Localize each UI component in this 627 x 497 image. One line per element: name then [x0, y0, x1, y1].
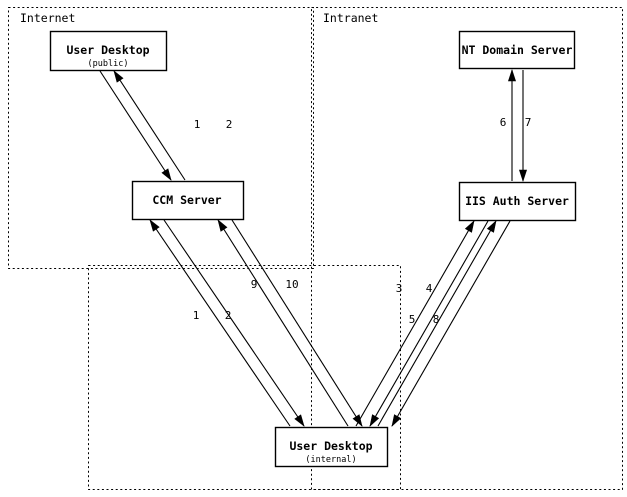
arrow-head-icon — [507, 69, 517, 82]
flow-line-8 — [391, 220, 511, 427]
zone-label-internet: Internet — [20, 11, 75, 25]
arrow-head-icon — [113, 70, 124, 83]
arrow-head-icon — [391, 414, 402, 427]
flow-line-10 — [231, 219, 363, 427]
flow-8 — [391, 220, 511, 427]
node-user-desktop-public[interactable]: User Desktop (public) — [49, 30, 168, 72]
flow-label-flow-5: 5 — [409, 313, 416, 326]
arrow-head-icon — [149, 219, 160, 232]
arrow-head-icon — [217, 219, 228, 232]
node-title-iis-auth-server: IIS Auth Server — [465, 194, 569, 208]
zone-border-internal-lan — [88, 265, 401, 490]
flow-4 — [369, 220, 489, 427]
flow-5 — [377, 220, 497, 427]
zone-internal-lan — [88, 265, 401, 490]
flow-step-labels: 1 2 1 2 9 10 3 4 5 8 6 7 — [193, 116, 532, 326]
arrow-head-icon — [294, 414, 305, 427]
arrow-head-icon — [369, 414, 380, 427]
node-user-desktop-internal[interactable]: User Desktop (internal) — [274, 426, 389, 468]
flow-9 — [217, 219, 349, 427]
flow-line-2 — [113, 70, 186, 181]
arrow-head-icon — [486, 220, 497, 233]
flow-10 — [231, 219, 363, 427]
node-box-nt-domain-server[interactable] — [458, 30, 576, 70]
zone-border-internet — [8, 7, 314, 269]
node-iis-auth-server[interactable]: IIS Auth Server — [458, 181, 577, 222]
zone-border-intranet — [311, 7, 623, 490]
flow-2-public — [113, 70, 186, 181]
arrow-head-icon — [464, 220, 475, 233]
node-subtitle-user-desktop-public: (public) — [88, 59, 129, 69]
zone-internet: Internet — [8, 7, 314, 269]
flow-2-internal — [163, 219, 305, 427]
flow-line-1 — [99, 70, 172, 181]
flow-label-flow-1-internal: 1 — [193, 309, 200, 322]
node-title-user-desktop-public: User Desktop — [66, 43, 149, 57]
flow-label-flow-2-internal: 2 — [225, 309, 232, 322]
arrow-head-icon — [161, 168, 172, 181]
flow-line-2 — [163, 219, 305, 427]
zone-intranet: Intranet — [311, 7, 623, 490]
flow-6 — [507, 69, 517, 181]
zone-label-intranet: Intranet — [323, 11, 378, 25]
flow-label-flow-10: 10 — [285, 278, 298, 291]
node-subtitle-user-desktop-internal: (internal) — [305, 455, 356, 465]
flow-1-internal — [149, 219, 291, 427]
flow-line-4 — [369, 220, 489, 427]
flow-line-3 — [355, 220, 475, 427]
flow-label-flow-6: 6 — [500, 116, 507, 129]
flow-label-flow-2-public: 2 — [226, 118, 233, 131]
flow-line-1 — [149, 219, 291, 427]
node-nt-domain-server[interactable]: NT Domain Server — [458, 30, 576, 70]
flow-label-flow-7: 7 — [525, 116, 532, 129]
node-title-ccm-server: CCM Server — [152, 193, 221, 207]
node-box-user-desktop-public[interactable] — [49, 30, 168, 72]
flow-3 — [355, 220, 475, 427]
flow-label-flow-3: 3 — [396, 282, 403, 295]
zone-boundaries: Internet Intranet — [8, 7, 623, 490]
flow-label-flow-8: 8 — [433, 313, 440, 326]
node-box-ccm-server[interactable] — [131, 180, 245, 221]
arrow-head-icon — [518, 169, 528, 182]
flow-line-9 — [217, 219, 349, 427]
flow-label-flow-4: 4 — [426, 282, 433, 295]
node-box-user-desktop-internal[interactable] — [274, 426, 389, 468]
flow-1-public — [99, 70, 172, 181]
flow-arrows — [99, 69, 528, 427]
node-boxes: User Desktop (public) CCM Server NT Domain … — [49, 30, 577, 468]
node-title-nt-domain-server: NT Domain Server — [462, 43, 573, 57]
node-ccm-server[interactable]: CCM Server — [131, 180, 245, 221]
node-box-iis-auth-server[interactable] — [458, 181, 577, 222]
node-title-user-desktop-internal: User Desktop — [289, 439, 372, 453]
flow-line-5 — [377, 220, 497, 427]
flow-label-flow-1-public: 1 — [194, 118, 201, 131]
flow-label-flow-9: 9 — [251, 278, 258, 291]
flow-7 — [518, 70, 528, 182]
